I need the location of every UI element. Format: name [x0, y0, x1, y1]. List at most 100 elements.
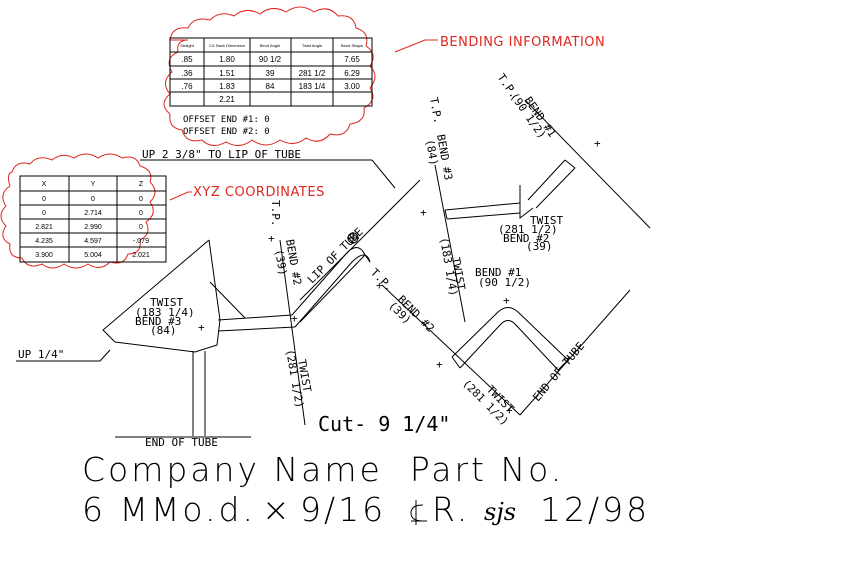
offset-end-2: OFFSET END #2: 0 [183, 127, 270, 137]
bending-cell: 2.21 [219, 95, 235, 104]
xyz-leader-line [169, 191, 192, 201]
xyz-coordinates-callout: XYZ COORDINATES [193, 185, 325, 200]
bending-cell: 281 1/2 [299, 69, 326, 78]
centerline-symbol [410, 500, 427, 525]
left-twist-value: (183 1/4) [135, 306, 195, 319]
left-twist-leader [209, 281, 246, 319]
marker-plus: + [420, 206, 427, 219]
bending-header-1: C/L Back Dimension [209, 43, 245, 48]
bending-cell: 84 [266, 82, 275, 91]
bending-cell: 6.29 [344, 69, 360, 78]
bending-cell: .85 [181, 55, 193, 64]
xyz-cell: -.079 [133, 238, 149, 245]
xyz-table: X Y Z 0 0 0 0 2.714 0 2.821 2.990 0 4.23… [19, 175, 167, 263]
xyz-cell: 2.821 [35, 224, 53, 231]
bending-cell: 39 [266, 69, 275, 78]
low-bend2-line [381, 284, 521, 416]
cut-length: Cut- 9 1/4" [318, 412, 450, 436]
low-bend1-label: BEND #1 [475, 266, 521, 279]
top-bend-line [434, 164, 466, 323]
bending-cell: 1.51 [219, 69, 235, 78]
marker-plus: + [198, 321, 205, 334]
xyz-cell: 5.004 [84, 252, 102, 259]
xyz-cell: 0 [42, 210, 46, 217]
xyz-cell: 2.990 [84, 224, 102, 231]
bending-cell: 90 1/2 [259, 55, 282, 64]
drawing-date: 12/98 [540, 490, 650, 529]
drafter-initials: sjs [484, 498, 516, 526]
xyz-header-z: Z [139, 181, 144, 188]
xyz-cell: 2.714 [84, 210, 102, 217]
bending-cell: 3.00 [344, 82, 360, 91]
top-bend-value: (84) [423, 138, 440, 166]
left-twist-label: TWIST [150, 296, 183, 309]
marker-plus: + [268, 232, 275, 245]
xyz-cell: 0 [139, 196, 143, 203]
marker-plus: + [594, 137, 601, 150]
xyz-cell: 0 [139, 224, 143, 231]
bending-info-cloud [163, 6, 376, 146]
top-tp-label: T.P. [427, 96, 444, 124]
spec-outer-diameter: 6 MMo.d. [82, 490, 256, 529]
bending-info-callout: BENDING INFORMATION [440, 35, 605, 50]
offset-end-1: OFFSET END #1: 0 [183, 115, 270, 125]
middle-bent-tube [291, 232, 371, 328]
xyz-cell: 0 [139, 210, 143, 217]
bending-header-0: Straight [180, 43, 195, 48]
top-short-tube [444, 159, 576, 220]
right-twist-value: (281 1/2) [498, 223, 558, 236]
marker-plus: + [291, 312, 298, 325]
bending-cell: .76 [181, 82, 193, 91]
lip-of-tube-line [299, 179, 421, 301]
mid-twist-label: TWIST [295, 358, 314, 393]
xyz-cell: 0 [91, 196, 95, 203]
left-bend-value: (84) [150, 324, 177, 337]
marker-plus: + [565, 352, 572, 365]
marker-plus: + [503, 294, 510, 307]
right-bend2-label: BEND #2 [503, 232, 549, 245]
radius-suffix: R. [432, 490, 470, 529]
bending-cell: 1.83 [219, 82, 235, 91]
xyz-cell: 0 [42, 196, 46, 203]
right-bend2-value: (39) [526, 240, 553, 253]
bending-leader-line [394, 39, 438, 53]
xyz-cell: 4.597 [84, 238, 102, 245]
mid-bend-line [279, 239, 306, 426]
bending-header-2: Bend Angle [260, 43, 281, 48]
right-twist-label: TWIST [530, 214, 563, 227]
bending-header-3: Twist Angle [302, 43, 323, 48]
marker-plus: + [376, 279, 383, 292]
right-bend-line [524, 99, 651, 229]
low-bend1-value: (90 1/2) [478, 276, 531, 289]
bending-cell: .36 [181, 69, 193, 78]
bending-cell: 183 1/4 [299, 82, 326, 91]
marker-plus: + [436, 358, 443, 371]
marker-plus: + [506, 404, 513, 417]
xyz-cell: 3.900 [35, 252, 53, 259]
xyz-header-x: X [42, 181, 47, 188]
top-twist-label: TWIST [449, 256, 468, 291]
times-symbol: × [262, 490, 293, 529]
bending-cell: 1.80 [219, 55, 235, 64]
end-block [102, 239, 296, 438]
bending-header-4: Bend Shape [341, 43, 364, 48]
company-part-line: Company Name Part No. [82, 450, 564, 489]
up-quarter-label: UP 1/4" [18, 348, 64, 361]
lower-chevron-tube [451, 307, 569, 371]
left-bend-label: BEND #3 [135, 315, 181, 328]
bending-cell: 7.65 [344, 55, 360, 64]
end-of-tube-label: END OF TUBE [145, 436, 218, 449]
end-tube-line [519, 289, 631, 416]
up-quarter-leader-tick [99, 349, 111, 362]
up-lip-leader [371, 159, 396, 189]
xyz-cloud [0, 153, 156, 269]
mid-tp-label: T.P. [269, 200, 282, 227]
up-lip-label: UP 2 3/8" TO LIP OF TUBE [142, 148, 301, 161]
xyz-cell: 2.021 [132, 252, 150, 259]
xyz-cell: 4.235 [35, 238, 53, 245]
spec-radius: 9/16 [300, 490, 386, 529]
bending-table: Straight C/L Back Dimension Bend Angle T… [169, 37, 373, 107]
mid-bend-value: (39) [272, 248, 289, 276]
xyz-header-y: Y [91, 181, 96, 188]
